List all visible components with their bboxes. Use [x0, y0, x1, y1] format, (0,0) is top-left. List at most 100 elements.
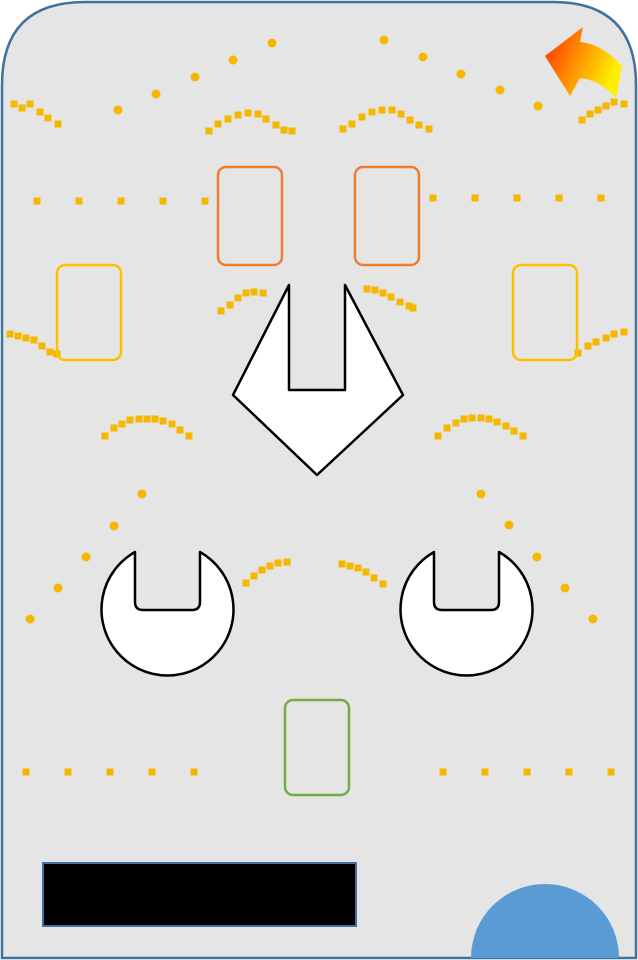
nail-pin — [610, 330, 618, 338]
nail-pin — [259, 289, 267, 297]
tulip-right — [399, 550, 534, 677]
center-tulip-start-chucker — [231, 283, 405, 477]
nail-pin — [190, 768, 198, 776]
nail-pin — [244, 109, 252, 117]
nail-pin — [425, 125, 433, 133]
nail-pin — [620, 328, 628, 336]
nail-pin — [254, 110, 262, 118]
nail-pin — [523, 768, 531, 776]
nail-pin — [148, 768, 156, 776]
nail-pin — [22, 334, 30, 342]
nail-pin — [44, 114, 52, 122]
nail-pin — [443, 424, 451, 432]
nail-pin — [250, 288, 258, 296]
nail-pin — [272, 121, 280, 129]
nail-pin — [118, 420, 126, 428]
nail-pin — [370, 574, 378, 582]
nail-pin — [578, 116, 586, 124]
nail-pin — [135, 415, 143, 423]
nail-pin — [75, 197, 83, 205]
nail-pin — [110, 424, 118, 432]
nail-pin — [6, 330, 14, 338]
nail-pin — [594, 106, 602, 114]
nail-pin — [26, 100, 34, 108]
nail-pin — [565, 768, 573, 776]
nail-pin — [602, 102, 610, 110]
nail-pin — [378, 106, 386, 114]
nail-pin — [339, 125, 347, 133]
nail-pin — [519, 432, 527, 440]
pocket-bottom-center — [283, 698, 351, 797]
nail-pin — [510, 427, 518, 435]
nail-pin — [468, 414, 476, 422]
nail-pin — [607, 768, 615, 776]
nail-pin — [409, 304, 417, 312]
nail-pin — [30, 336, 38, 344]
pocket-top-left — [216, 165, 284, 267]
nail-pin — [348, 120, 356, 128]
nail-pin — [493, 418, 501, 426]
nail-pin — [346, 562, 354, 570]
nail-pin — [46, 348, 54, 356]
nail-pin — [54, 120, 62, 128]
nail-pin — [33, 197, 41, 205]
launcher-knob[interactable] — [471, 884, 619, 958]
nail-pin — [584, 342, 592, 350]
nail-pin-round — [560, 583, 570, 593]
nail-pin — [274, 559, 282, 567]
nail-pin-round — [476, 489, 486, 499]
nail-pin — [610, 98, 618, 106]
nail-pin-round — [267, 38, 277, 48]
nail-pin-round — [379, 35, 389, 45]
nail-pin — [14, 332, 22, 340]
nail-pin — [362, 568, 370, 576]
nail-pin — [379, 580, 387, 588]
nail-pin — [217, 307, 225, 315]
nail-pin-round — [495, 85, 505, 95]
nail-pin-round — [532, 552, 542, 562]
nail-pin — [288, 127, 296, 135]
nail-pin — [106, 768, 114, 776]
nail-pin-round — [504, 520, 514, 530]
nail-pin — [224, 115, 232, 123]
nail-pin — [266, 562, 274, 570]
nail-pin — [159, 417, 167, 425]
launch-arrow-icon — [545, 27, 622, 98]
nail-pin — [185, 432, 193, 440]
nail-pin-round — [533, 101, 543, 111]
nail-pin — [358, 113, 366, 121]
nail-pin-round — [588, 614, 598, 624]
nail-pin-round — [25, 614, 35, 624]
nail-pin — [117, 197, 125, 205]
nail-pin-round — [151, 89, 161, 99]
score-display-panel — [42, 862, 357, 927]
nail-pin-round — [137, 489, 147, 499]
nail-pin — [597, 194, 605, 202]
nail-pin — [481, 768, 489, 776]
nail-pin — [234, 111, 242, 119]
nail-pin — [415, 121, 423, 129]
nail-pin — [477, 414, 485, 422]
nail-pin — [439, 768, 447, 776]
nail-pin — [354, 564, 362, 572]
nail-pin — [434, 432, 442, 440]
nail-pin — [280, 126, 288, 134]
nail-pin — [242, 579, 250, 587]
nail-pin — [460, 415, 468, 423]
nail-pin — [214, 120, 222, 128]
nail-pin — [126, 416, 134, 424]
nail-pin — [151, 415, 159, 423]
nail-pin — [397, 110, 405, 118]
nail-pin — [368, 108, 376, 116]
nail-pin — [388, 106, 396, 114]
nail-pin — [396, 298, 404, 306]
nail-pin — [283, 558, 291, 566]
nail-pin — [379, 289, 387, 297]
nail-pin — [485, 415, 493, 423]
nail-pin — [429, 194, 437, 202]
nail-pin — [620, 100, 628, 108]
nail-pin — [226, 301, 234, 309]
nail-pin-round — [456, 69, 466, 79]
